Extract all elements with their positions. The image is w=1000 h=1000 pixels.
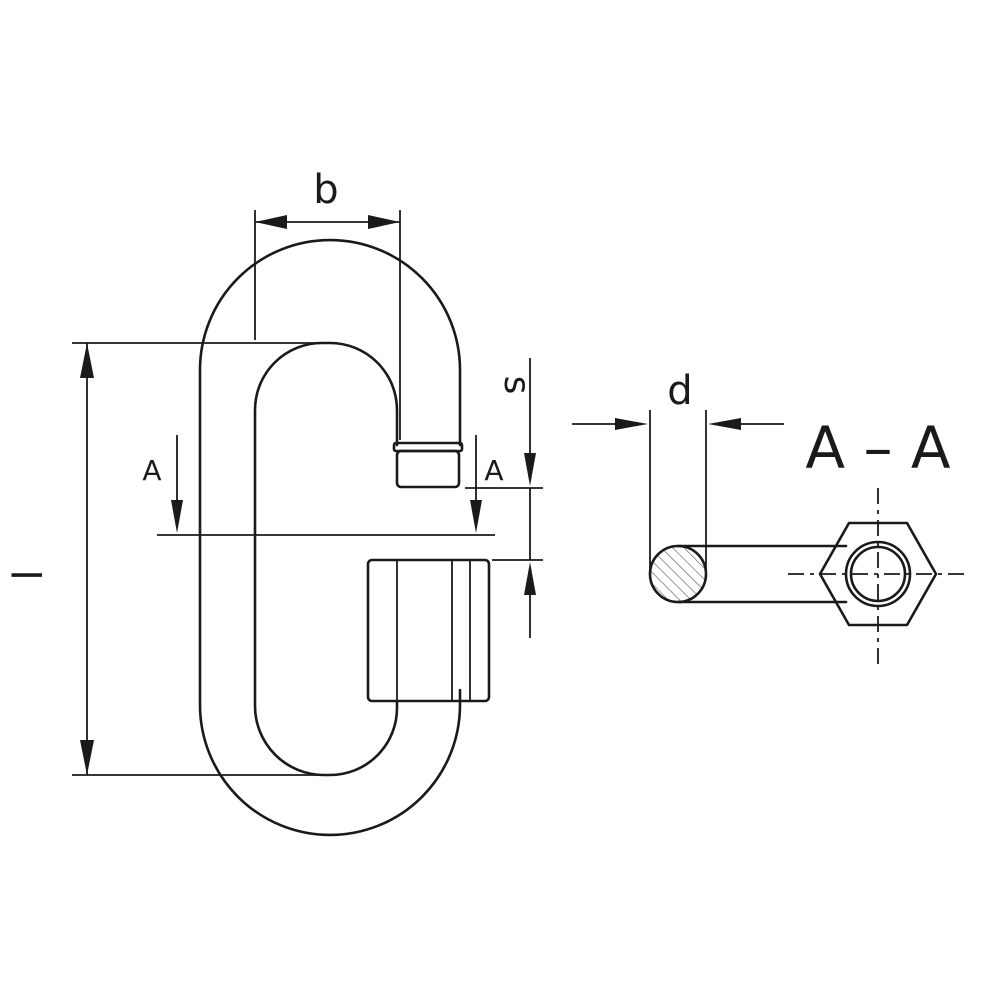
quick-link-body [198, 238, 491, 837]
dimension-b: b [254, 167, 401, 440]
section-view: A – A [648, 414, 968, 668]
label-section-a-left: A [142, 454, 161, 487]
dimension-l: l [6, 342, 330, 776]
threaded-end [392, 441, 464, 489]
screw-sleeve [366, 558, 491, 703]
dimension-d: d [572, 368, 784, 572]
label-l: l [6, 569, 52, 580]
section-title: A – A [805, 414, 951, 482]
hex-sleeve [818, 521, 938, 627]
sleeve-bore-inner [849, 545, 907, 603]
label-b: b [313, 167, 338, 213]
label-section-a-right: A [484, 454, 503, 487]
section-line-a-a: A A [142, 435, 504, 536]
dimension-s: s [465, 358, 543, 638]
link-outer-contour [198, 238, 462, 837]
wire-cross-section [648, 544, 708, 604]
label-s: s [496, 376, 537, 395]
label-d: d [667, 368, 692, 414]
link-inner-contour [253, 341, 399, 777]
